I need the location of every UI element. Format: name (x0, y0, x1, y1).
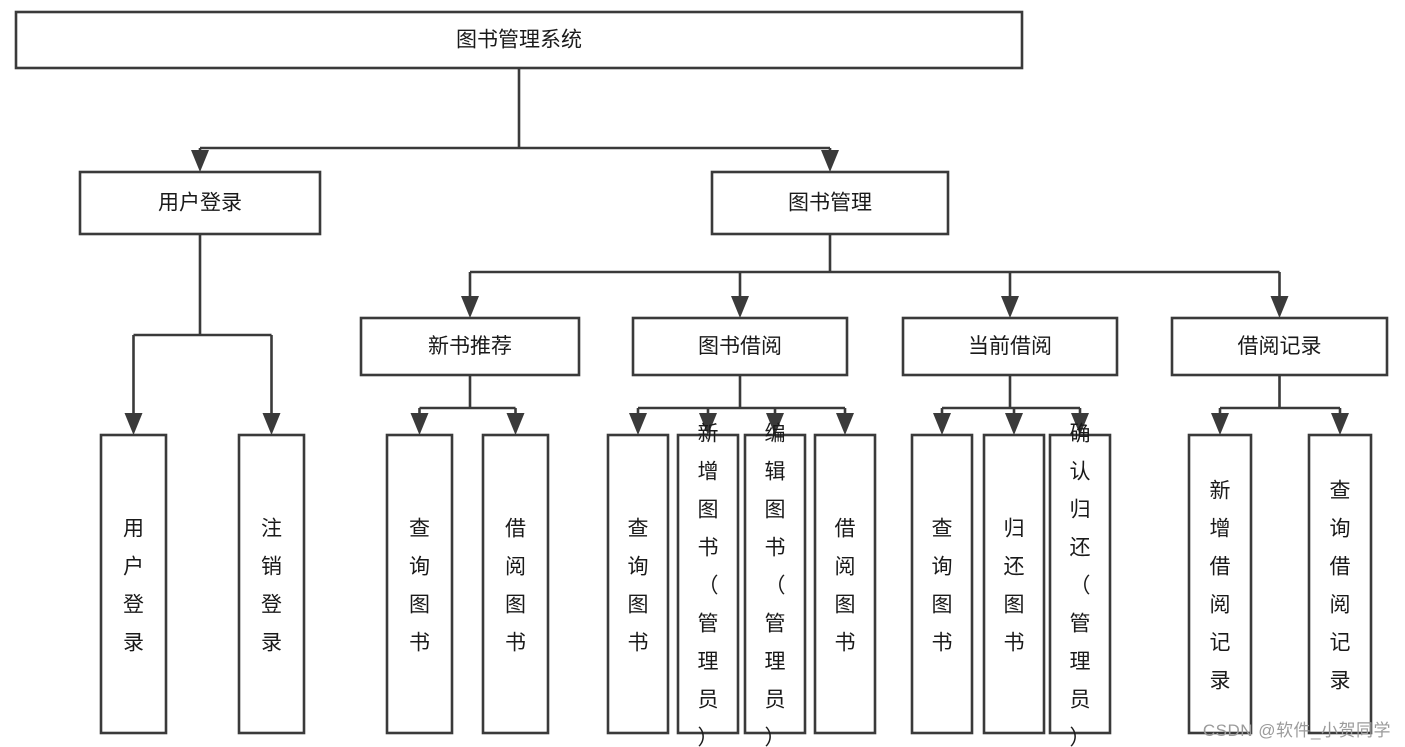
node-box-leaf-confirm-return[interactable] (1048, 433, 1112, 735)
arrow-head-icon (1071, 413, 1089, 435)
node-label-leaf-borrow-book: 借阅图书 (835, 517, 856, 654)
node-label-leaf-query-borrow-record: 查询借阅记录 (1330, 479, 1351, 692)
arrow-head-icon (262, 413, 281, 435)
node-box-leaf-add-book[interactable] (676, 433, 740, 735)
node-leaf-query-book-recommend[interactable]: 查询图书 (385, 433, 454, 735)
arrow-head-icon (410, 413, 429, 435)
node-label-leaf-user-logout: 注销登录 (261, 517, 282, 654)
node-label-root: 图书管理系统 (456, 29, 582, 52)
node-root[interactable]: 图书管理系统 (14, 10, 1024, 70)
arrow-head-icon (124, 413, 143, 435)
edge-group-borrow-record (1211, 375, 1349, 435)
node-label-leaf-confirm-return: 确认归还（管理员） (1070, 422, 1091, 747)
node-box-leaf-return-book[interactable] (982, 433, 1046, 735)
arrow-head-icon (933, 413, 951, 435)
node-user-login[interactable]: 用户登录 (78, 170, 322, 236)
edge-group-new-book-recommend (410, 375, 525, 435)
arrow-head-icon (836, 413, 854, 435)
node-book-manage[interactable]: 图书管理 (710, 170, 950, 236)
node-leaf-add-book[interactable]: 新增图书（管理员） (676, 422, 740, 747)
node-label-leaf-return-book: 归还图书 (1004, 517, 1025, 654)
arrow-head-icon (461, 296, 479, 318)
watermark-text: CSDN @软件_小贺同学 (1202, 721, 1391, 740)
arrow-head-icon (766, 413, 784, 435)
node-box-current-borrow[interactable] (901, 316, 1119, 377)
node-box-book-borrow[interactable] (631, 316, 849, 377)
node-box-root[interactable] (14, 10, 1024, 70)
node-borrow-record[interactable]: 借阅记录 (1170, 316, 1389, 377)
arrow-head-icon (731, 296, 749, 318)
node-label-leaf-query-book-borrow: 查询图书 (628, 517, 649, 654)
edge-group-book-borrow (629, 375, 854, 435)
edge-group-book-manage (461, 234, 1289, 318)
node-box-leaf-borrow-book[interactable] (813, 433, 877, 735)
node-leaf-add-borrow-record[interactable]: 新增借阅记录 (1187, 433, 1253, 735)
arrow-head-icon (1001, 296, 1019, 318)
edges-layer (124, 68, 1349, 435)
node-leaf-borrow-book-recommend[interactable]: 借阅图书 (481, 433, 550, 735)
edge-group-root (191, 68, 839, 172)
node-leaf-edit-book[interactable]: 编辑图书（管理员） (743, 422, 807, 747)
node-label-book-borrow: 图书借阅 (698, 335, 782, 358)
node-current-borrow[interactable]: 当前借阅 (901, 316, 1119, 377)
node-book-borrow[interactable]: 图书借阅 (631, 316, 849, 377)
arrow-head-icon (1005, 413, 1023, 435)
node-box-leaf-query-book-borrow[interactable] (606, 433, 670, 735)
node-label-leaf-add-book: 新增图书（管理员） (698, 422, 719, 747)
node-label-user-login: 用户登录 (158, 192, 242, 215)
node-label-borrow-record: 借阅记录 (1238, 335, 1322, 358)
nodes-layer: 图书管理系统用户登录图书管理新书推荐图书借阅当前借阅借阅记录用户登录注销登录查询… (14, 10, 1389, 747)
node-box-user-login[interactable] (78, 170, 322, 236)
arrow-head-icon (629, 413, 647, 435)
node-leaf-return-book[interactable]: 归还图书 (982, 433, 1046, 735)
node-box-leaf-add-borrow-record[interactable] (1187, 433, 1253, 735)
node-label-leaf-query-book-current: 查询图书 (932, 517, 953, 654)
node-label-leaf-borrow-book-recommend: 借阅图书 (505, 517, 526, 654)
node-label-book-manage: 图书管理 (788, 192, 872, 215)
node-leaf-user-logout[interactable]: 注销登录 (237, 433, 306, 735)
node-box-leaf-query-borrow-record[interactable] (1307, 433, 1373, 735)
node-label-new-book-recommend: 新书推荐 (428, 335, 512, 358)
node-leaf-query-book-current[interactable]: 查询图书 (910, 433, 974, 735)
node-leaf-user-login[interactable]: 用户登录 (99, 433, 168, 735)
node-box-leaf-query-book-current[interactable] (910, 433, 974, 735)
node-box-leaf-user-logout[interactable] (237, 433, 306, 735)
node-leaf-confirm-return[interactable]: 确认归还（管理员） (1048, 422, 1112, 747)
arrow-head-icon (1270, 296, 1289, 318)
arrow-head-icon (699, 413, 717, 435)
node-box-leaf-borrow-book-recommend[interactable] (481, 433, 550, 735)
arrow-head-icon (1331, 413, 1349, 435)
node-box-leaf-edit-book[interactable] (743, 433, 807, 735)
node-leaf-query-borrow-record[interactable]: 查询借阅记录 (1307, 433, 1373, 735)
node-label-leaf-query-book-recommend: 查询图书 (409, 517, 430, 654)
node-box-new-book-recommend[interactable] (359, 316, 581, 377)
node-leaf-borrow-book[interactable]: 借阅图书 (813, 433, 877, 735)
node-new-book-recommend[interactable]: 新书推荐 (359, 316, 581, 377)
node-leaf-query-book-borrow[interactable]: 查询图书 (606, 433, 670, 735)
node-box-leaf-query-book-recommend[interactable] (385, 433, 454, 735)
node-label-leaf-edit-book: 编辑图书（管理员） (765, 422, 786, 747)
edge-group-user-login (124, 234, 281, 435)
arrow-head-icon (1211, 413, 1229, 435)
arrow-head-icon (821, 150, 839, 172)
arrow-head-icon (506, 413, 525, 435)
edge-group-current-borrow (933, 375, 1089, 435)
node-label-leaf-add-borrow-record: 新增借阅记录 (1210, 479, 1231, 692)
node-box-leaf-user-login[interactable] (99, 433, 168, 735)
node-label-leaf-user-login: 用户登录 (123, 517, 144, 654)
node-box-borrow-record[interactable] (1170, 316, 1389, 377)
node-label-current-borrow: 当前借阅 (968, 335, 1052, 358)
arrow-head-icon (191, 150, 209, 172)
node-box-book-manage[interactable] (710, 170, 950, 236)
